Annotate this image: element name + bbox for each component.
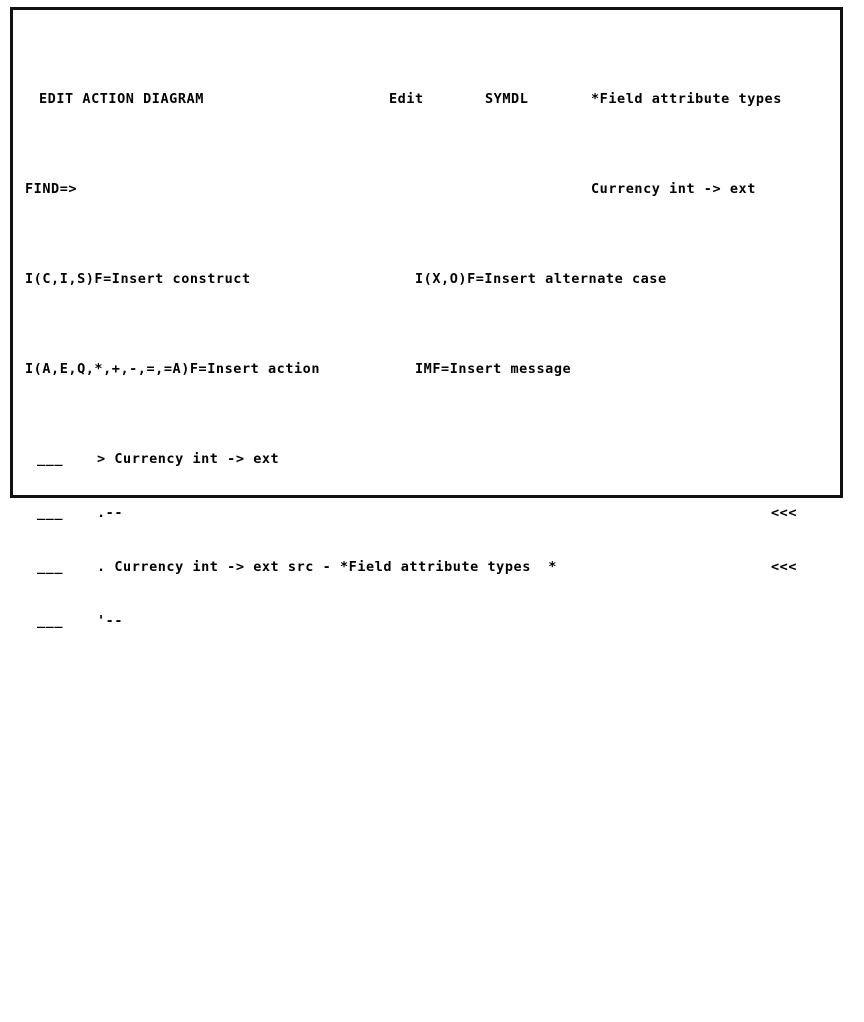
- help-row-2: I(A,E,Q,*,+,-,=,=A)F=Insert action IMF=I…: [25, 360, 836, 378]
- find-row: FIND=> Currency int -> ext: [25, 180, 836, 198]
- row-text: . Currency int -> ext src - *Field attri…: [97, 559, 557, 575]
- blank-row: [25, 756, 836, 774]
- model-label: SYMDL: [485, 91, 529, 107]
- row-marker: <<<: [771, 505, 798, 521]
- blank-row: [25, 810, 836, 828]
- row-text: .--: [97, 505, 124, 521]
- row-selector-input[interactable]: ___: [37, 451, 64, 467]
- help-row-1: I(C,I,S)F=Insert construct I(X,O)F=Inser…: [25, 270, 836, 288]
- help-right-2: IMF=Insert message: [415, 361, 572, 377]
- row-marker: <<<: [771, 559, 798, 575]
- screen-header-row: EDIT ACTION DIAGRAM Edit SYMDL *Field at…: [25, 90, 836, 108]
- action-diagram-row[interactable]: ___ .-- <<<: [25, 504, 836, 522]
- page-title: EDIT ACTION DIAGRAM: [39, 91, 204, 107]
- blank-row: [25, 864, 836, 882]
- terminal-screen: EDIT ACTION DIAGRAM Edit SYMDL *Field at…: [10, 7, 843, 629]
- mode-label: Edit: [389, 91, 424, 107]
- row-selector-input[interactable]: ___: [37, 559, 64, 575]
- action-diagram-row[interactable]: ___ . Currency int -> ext src - *Field a…: [25, 558, 836, 576]
- action-diagram-row[interactable]: ___ '--: [25, 612, 836, 630]
- action-diagram-row[interactable]: ___ > Currency int -> ext: [25, 450, 836, 468]
- row-selector-input[interactable]: ___: [37, 613, 64, 629]
- row-text: > Currency int -> ext: [97, 451, 280, 467]
- blank-row: [25, 918, 836, 936]
- terminal-text-area: EDIT ACTION DIAGRAM Edit SYMDL *Field at…: [25, 18, 836, 629]
- help-left-1: I(C,I,S)F=Insert construct: [25, 271, 251, 287]
- help-left-2: I(A,E,Q,*,+,-,=,=A)F=Insert action: [25, 361, 321, 377]
- blank-row: [25, 702, 836, 720]
- blank-row: [25, 972, 836, 990]
- find-input[interactable]: [93, 180, 353, 196]
- object-subtitle-label: Currency int -> ext: [591, 181, 756, 197]
- help-right-1: I(X,O)F=Insert alternate case: [415, 271, 667, 287]
- row-text: '--: [97, 613, 124, 629]
- row-selector-input[interactable]: ___: [37, 505, 64, 521]
- object-name-label: *Field attribute types: [591, 91, 782, 107]
- find-prompt-label: FIND=>: [25, 181, 78, 197]
